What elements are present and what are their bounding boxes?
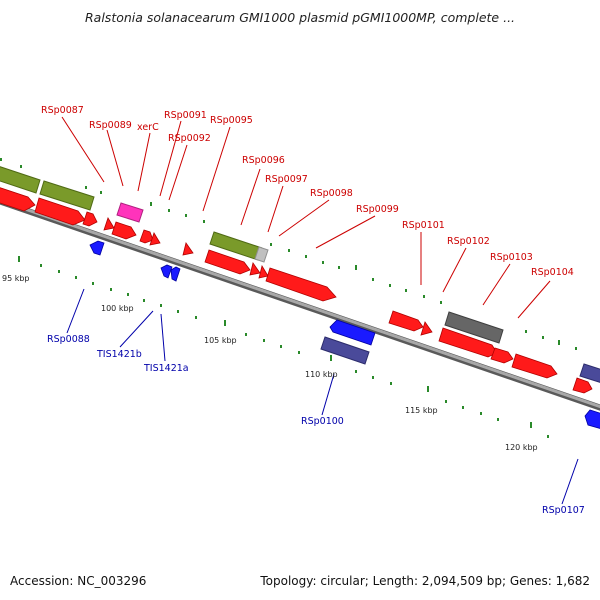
cds-rev-1 [89,240,105,256]
scale-label-120: 120 kbp [505,443,538,452]
gene-label-RSp0091: RSp0091 [164,110,207,121]
lower-slate-feature [320,336,370,365]
cds-fwd-6 [139,229,154,244]
gene-label-RSp0087: RSp0087 [41,105,84,116]
gene-label-RSp0104: RSp0104 [531,267,574,278]
cds-fwd-7 [149,232,161,246]
feature-olive-1 [0,166,41,194]
feature-magenta [116,202,144,223]
feature-olive-2 [39,180,95,211]
top-leader-lines [61,116,551,319]
gene-label-xerC: xerC [137,122,159,133]
outer-tick-dots [0,158,577,350]
gene-label-RSp0102: RSp0102 [447,236,490,247]
backbone [0,198,600,411]
gene-label-RSp0097: RSp0097 [265,174,308,185]
reverse-cds [89,240,600,429]
forward-cds [0,187,593,394]
cds-fwd-14 [420,321,433,336]
cds-fwd-12 [265,267,337,302]
scale-labels: 95 kbp 100 kbp 105 kbp 110 kbp 115 kbp 1… [2,274,538,452]
cds-fwd-10 [249,262,261,276]
footer-accession: Accession: NC_003296 [10,574,147,588]
bottom-gene-labels: RSp0088 TIS1421b TIS1421a RSp0100 RSp010… [47,334,585,516]
gene-label-RSp0099: RSp0099 [356,204,399,215]
cds-rev-4 [329,319,376,346]
gene-label-RSp0103: RSp0103 [490,252,533,263]
cds-fwd-1 [0,187,36,212]
gene-label-RSp0098: RSp0098 [310,188,353,199]
cds-fwd-18 [572,377,593,394]
scale-label-95: 95 kbp [2,274,30,283]
footer-summary: Topology: circular; Length: 2,094,509 bp… [260,574,590,588]
cds-fwd-5 [111,221,137,240]
cds-fwd-9 [204,249,251,275]
gene-label-TIS1421a: TIS1421a [143,363,189,374]
cds-rev-3 [170,266,181,282]
cds-fwd-8 [182,242,194,256]
gene-label-RSp0096: RSp0096 [242,155,285,166]
gene-label-RSp0107: RSp0107 [542,505,585,516]
scale-label-115: 115 kbp [405,406,438,415]
cds-fwd-4 [103,217,115,231]
scale-label-105: 105 kbp [204,336,237,345]
top-gene-labels: RSp0087 RSp0089 xerC RSp0091 RSp0092 RSp… [41,105,574,278]
upper-features [0,166,600,383]
cds-fwd-11 [258,264,269,279]
gene-label-RSp0095: RSp0095 [210,115,253,126]
map-title: Ralstonia solanacearum GMI1000 plasmid p… [84,10,516,25]
scale-label-110: 110 kbp [305,370,338,379]
cds-fwd-2 [34,197,86,226]
gene-label-RSp0100: RSp0100 [301,416,344,427]
feature-dark-gray [444,311,504,344]
inner-tick-dots [18,256,549,438]
cds-fwd-17 [511,353,558,379]
cds-fwd-16 [490,347,514,364]
gene-label-RSp0089: RSp0089 [89,120,132,131]
bottom-leader-lines [66,288,579,505]
feature-light-gray [254,246,269,263]
gene-label-RSp0092: RSp0092 [168,133,211,144]
cds-rev-2 [160,264,173,279]
gene-label-RSp0088: RSp0088 [47,334,90,345]
feature-slate-edge [579,363,600,383]
cds-fwd-13 [388,310,424,332]
gene-label-TIS1421b: TIS1421b [96,349,142,360]
cds-fwd-3 [82,211,98,227]
gene-label-RSp0101: RSp0101 [402,220,445,231]
cds-rev-5 [584,409,600,429]
scale-label-100: 100 kbp [101,304,134,313]
